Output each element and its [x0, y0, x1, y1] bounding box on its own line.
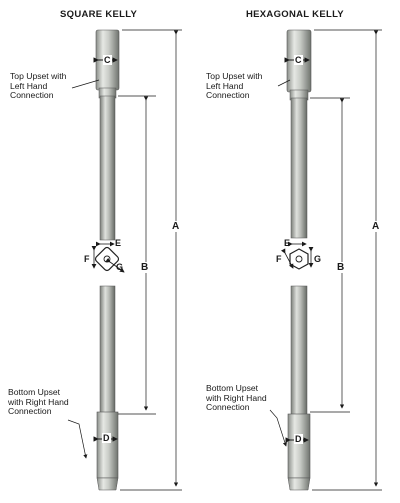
- square-drive-section-upper: [99, 95, 116, 241]
- square-top-upset-line3: Connection: [10, 90, 54, 101]
- hex-bottom-upset-line1: Bottom Upset: [206, 383, 259, 393]
- hex-pin-taper: [287, 477, 311, 491]
- square-drive-section-lower: [99, 285, 116, 415]
- square-top-upset-leader: [71, 79, 100, 89]
- square-top-upset-line2: Left Hand: [10, 80, 48, 91]
- hex-dim-f: F: [276, 254, 282, 264]
- hex-dim-b: B: [336, 262, 346, 274]
- hex-top-upset-line2: Left Hand: [206, 80, 244, 91]
- square-top-upset-line1: Top Upset with: [10, 71, 67, 81]
- hex-f-arrow: [281, 248, 294, 269]
- square-pin-taper: [96, 477, 119, 491]
- square-bottom-upset-leader: [67, 419, 88, 459]
- hex-bottom-upset-leader: [269, 409, 287, 447]
- hexagonal-kelly-title: HEXAGONAL KELLY: [246, 9, 344, 20]
- hex-bottom-upset-label: Bottom Upset with Right Hand Connection: [206, 383, 267, 413]
- square-dim-a: A: [171, 221, 181, 233]
- hex-dim-e: E: [284, 238, 291, 248]
- hex-top-upset-leader: [277, 79, 291, 87]
- hex-bottom-upset-line2: with Right Hand: [206, 392, 267, 403]
- square-g-arrow: [105, 257, 125, 273]
- square-bottom-upset-line1: Bottom Upset: [8, 387, 61, 397]
- square-dim-e: E: [115, 238, 122, 248]
- hex-bottom-upset-line3: Connection: [206, 402, 250, 413]
- square-bottom-upset-line2: with Right Hand: [8, 396, 69, 407]
- square-bottom-upset: [96, 411, 119, 479]
- square-dim-b: B: [140, 262, 150, 274]
- square-dim-d: D: [102, 433, 111, 444]
- hex-drive-section-upper: [290, 97, 308, 239]
- hex-dim-c: C: [294, 55, 303, 66]
- square-bottom-upset-label: Bottom Upset with Right Hand Connection: [8, 387, 69, 417]
- hex-top-upset-line1: Top Upset with: [206, 71, 263, 81]
- hex-dim-g: G: [314, 254, 322, 264]
- hex-dim-d: D: [294, 434, 303, 445]
- square-dim-c: C: [103, 55, 112, 66]
- hex-bottom-upset: [287, 413, 311, 479]
- square-top-upset-label: Top Upset with Left Hand Connection: [10, 71, 67, 101]
- hex-top-upset-label: Top Upset with Left Hand Connection: [206, 71, 263, 101]
- hex-top-upset-line3: Connection: [206, 90, 250, 101]
- hex-bore-icon: [295, 255, 303, 263]
- hex-dim-a: A: [371, 221, 381, 233]
- hexagonal-kelly: [269, 29, 382, 491]
- square-kelly-title: SQUARE KELLY: [60, 9, 138, 20]
- square-bottom-upset-line3: Connection: [8, 406, 52, 417]
- hex-drive-section-lower: [290, 285, 308, 417]
- square-dim-f: F: [84, 254, 90, 264]
- square-bore-icon: [103, 255, 111, 263]
- square-dim-g: G: [116, 262, 124, 272]
